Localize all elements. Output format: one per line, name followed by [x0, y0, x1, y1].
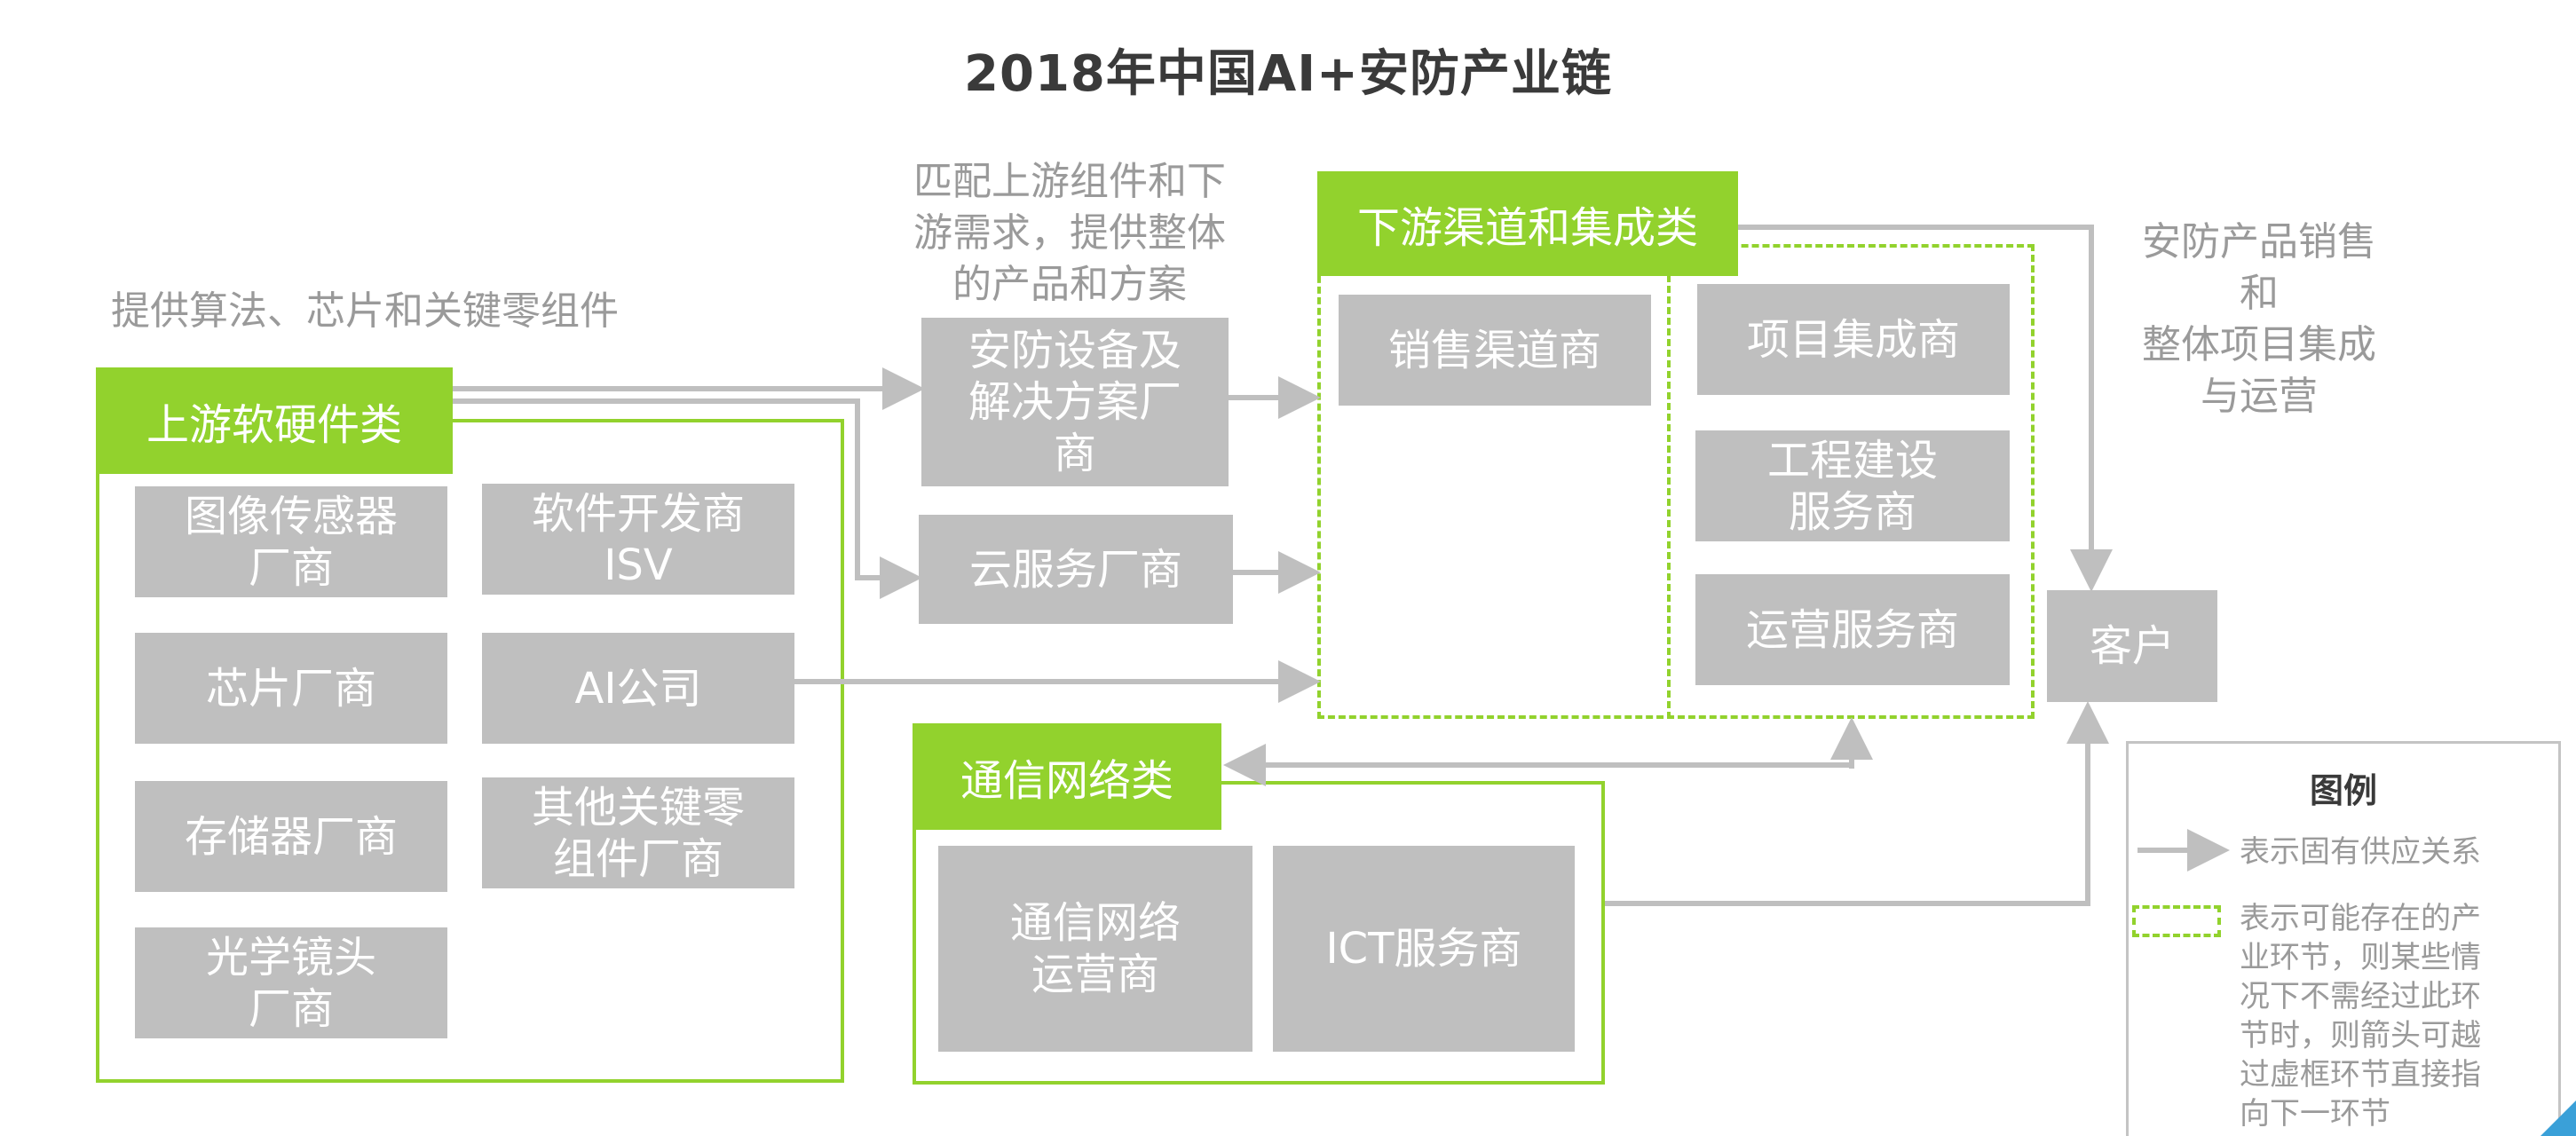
box-label: 运营服务商 — [1745, 604, 1959, 655]
legend: 图例 表示固有供应关系 表示可能存在的产 业环节，则某些情 况下不需经过此环 节… — [2126, 741, 2561, 1136]
legend-dashed-line: 表示可能存在的产 — [2240, 901, 2481, 936]
page-title: 2018年中国AI+安防产业链 — [964, 45, 1612, 103]
box-label: 组件厂商 — [552, 833, 723, 884]
legend-dashed-line: 节时，则箭头可越 — [2240, 1018, 2481, 1053]
legend-dashed-sample — [2132, 905, 2221, 937]
project-integrator-box: 项目集成商 — [1697, 284, 2010, 395]
downstream-inner-divider — [1667, 275, 1671, 719]
box-label: ISV — [604, 540, 673, 590]
upstream-note: 提供算法、芯片和关键零组件 — [111, 286, 619, 337]
legend-dashed-line: 况下不需经过此环 — [2240, 979, 2481, 1014]
customer-note-line: 与运营 — [2201, 374, 2318, 419]
box-label: 厂商 — [248, 542, 334, 593]
box-label: AI公司 — [574, 663, 702, 714]
arrow-telecom-to-customer — [1605, 701, 2109, 906]
optical-lens-box: 光学镜头厂商 — [135, 927, 447, 1038]
midstream-note-line: 的产品和方案 — [952, 262, 1187, 307]
legend-dashed-line: 业环节，则某些情 — [2240, 940, 2481, 975]
chip-vendor-box: 芯片厂商 — [135, 633, 447, 744]
box-label: 存储器厂商 — [184, 811, 398, 862]
box-label: 芯片厂商 — [205, 663, 376, 714]
box-label: 客户 — [2089, 621, 2175, 671]
upstream-note-text: 提供算法、芯片和关键零组件 — [111, 288, 619, 334]
ai-company-box: AI公司 — [482, 633, 794, 744]
operations-service-box: 运营服务商 — [1695, 574, 2010, 685]
box-label: 项目集成商 — [1746, 314, 1960, 365]
box-label: 安防设备及 — [968, 326, 1181, 375]
box-label: 软件开发商 — [531, 488, 745, 539]
box-label: 解决方案厂 — [968, 377, 1181, 427]
cloud-service-vendor-box: 云服务厂商 — [919, 515, 1233, 624]
box-label: 其他关键零 — [531, 782, 745, 832]
other-components-box: 其他关键零组件厂商 — [482, 777, 794, 888]
customer-note-line: 和 — [2240, 271, 2279, 316]
box-label: 通信网络 — [1009, 898, 1181, 948]
sales-channel-box: 销售渠道商 — [1339, 295, 1651, 406]
midstream-note: 匹配上游组件和下 游需求，提供整体 的产品和方案 — [879, 156, 1260, 311]
box-label: 销售渠道商 — [1387, 325, 1601, 375]
legend-arrow-text: 表示固有供应关系 — [2240, 834, 2481, 870]
storage-vendor-box: 存储器厂商 — [135, 781, 447, 892]
security-solution-vendor-box: 安防设备及解决方案厂商 — [921, 318, 1229, 486]
box-label: ICT服务商 — [1325, 924, 1522, 974]
box-label: 光学镜头 — [205, 932, 376, 982]
box-label: 云服务厂商 — [968, 544, 1182, 595]
downstream-header: 下游渠道和集成类 — [1317, 171, 1738, 276]
box-label: 厂商 — [248, 983, 334, 1034]
customer-note: 安防产品销售 和 整体项目集成 与运营 — [2108, 217, 2410, 422]
customer-note-line: 整体项目集成 — [2142, 322, 2376, 367]
box-label: 服务商 — [1788, 486, 1916, 537]
legend-title: 图例 — [2309, 771, 2377, 810]
legend-dashed-line: 向下一环节 — [2240, 1096, 2390, 1132]
box-label: 工程建设 — [1766, 435, 1938, 485]
box-label: 商 — [1053, 429, 1096, 478]
midstream-note-line: 游需求，提供整体 — [913, 210, 1226, 256]
box-label: 图像传感器 — [184, 491, 398, 541]
telecom-operator-box: 通信网络运营商 — [938, 846, 1252, 1052]
image-sensor-vendor-box: 图像传感器厂商 — [135, 486, 447, 597]
ict-service-box: ICT服务商 — [1273, 846, 1575, 1052]
telecom-header: 通信网络类 — [913, 723, 1221, 830]
box-label: 运营商 — [1031, 950, 1159, 999]
legend-dashed-line: 过虚框环节直接指 — [2240, 1057, 2481, 1093]
customer-note-line: 安防产品销售 — [2142, 219, 2376, 264]
customer-box: 客户 — [2047, 590, 2217, 702]
midstream-note-line: 匹配上游组件和下 — [913, 159, 1226, 204]
upstream-header: 上游软硬件类 — [96, 367, 453, 474]
legend-dashed-text: 表示可能存在的产 业环节，则某些情 况下不需经过此环 节时，则箭头可越 过虚框环… — [2240, 899, 2481, 1133]
engineering-service-box: 工程建设服务商 — [1695, 430, 2010, 541]
corner-accent — [2540, 1100, 2576, 1136]
